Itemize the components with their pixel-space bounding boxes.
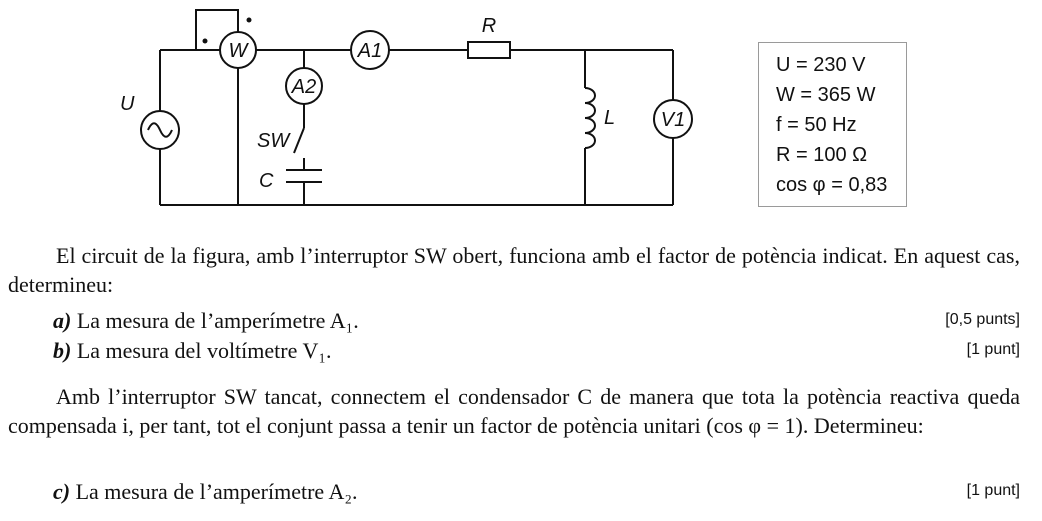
question-c-points: [1 punt] — [966, 482, 1020, 499]
question-c-text: La mesura de l’amperímetre A₂. — [75, 479, 358, 504]
resistor-label: R — [482, 15, 496, 37]
capacitor-label: C — [259, 170, 274, 192]
data-resistance: R = 100 Ω — [776, 144, 868, 166]
question-a-points: [0,5 punts] — [945, 311, 1020, 328]
voltmeter-label: V1 — [661, 109, 685, 131]
question-b-points: [1 punt] — [966, 341, 1020, 358]
ammeter1-label: A1 — [357, 40, 382, 62]
question-b-text: La mesura del voltímetre V₁. — [76, 338, 332, 363]
switch-label: SW — [257, 130, 291, 152]
question-c-letter: c) — [53, 479, 71, 504]
paragraph-1: El circuit de la figura, amb l’interrupt… — [8, 243, 1020, 297]
source-label: U — [120, 93, 135, 115]
paragraph-2: Amb l’interruptor SW tancat, connectem e… — [8, 384, 1020, 438]
ammeter2-label: A2 — [291, 76, 316, 98]
question-a: a) La mesura de l’amperímetre A₁. [0,5 p… — [53, 308, 1020, 336]
question-a-letter: a) — [53, 308, 72, 333]
wattmeter-label: W — [229, 40, 250, 62]
data-frequency: f = 50 Hz — [776, 114, 857, 136]
inductor-label: L — [604, 107, 615, 129]
data-power-factor: cos φ = 0,83 — [776, 174, 888, 196]
question-b-letter: b) — [53, 338, 72, 363]
circuit-data-box: U = 230 V W = 365 W f = 50 Hz R = 100 Ω … — [758, 42, 907, 207]
data-voltage: U = 230 V — [776, 54, 866, 76]
circuit-diagram: U W A1 A2 SW C R L V1 — [120, 9, 693, 206]
circuit-figure: U W A1 A2 SW C R L V1 U = 230 V W = 365 … — [0, 0, 1042, 230]
question-c: c) La mesura de l’amperímetre A₂. [1 pun… — [53, 479, 1020, 507]
data-power: W = 365 W — [776, 84, 876, 106]
question-b: b) La mesura del voltímetre V₁. [1 punt] — [53, 338, 1020, 366]
question-a-text: La mesura de l’amperímetre A₁. — [76, 308, 359, 333]
